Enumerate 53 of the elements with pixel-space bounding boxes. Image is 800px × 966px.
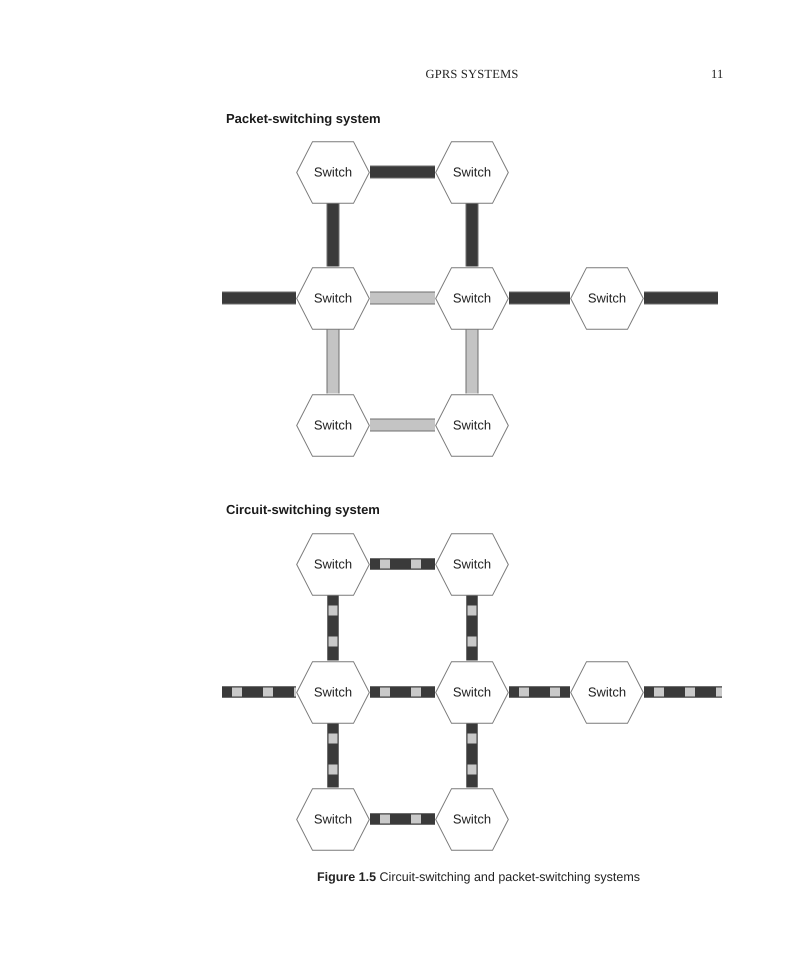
link-bar	[370, 166, 435, 178]
node-label: Switch	[314, 418, 352, 432]
hexagon-node	[435, 532, 509, 596]
page-number: 11	[711, 67, 724, 82]
node-label: Switch	[314, 164, 352, 180]
hexagon-node	[570, 660, 644, 724]
link-bar	[644, 292, 718, 304]
segmented-link-bar	[509, 686, 570, 698]
segmented-link-bar	[327, 596, 339, 660]
segmented-link-bar	[466, 724, 478, 788]
segmented-link-bar	[370, 686, 435, 698]
segmented-link-bar	[644, 686, 722, 698]
link-bar	[509, 292, 570, 304]
segmented-link-bar	[466, 596, 478, 660]
node-label: Switch	[452, 684, 492, 700]
link-bar	[326, 330, 340, 394]
hexagon-node	[570, 266, 644, 330]
link-bar	[466, 204, 478, 266]
node-label: Switch	[452, 418, 492, 432]
segmented-link-bar	[222, 686, 296, 698]
link-bar	[466, 330, 478, 394]
section-heading: Packet-switching system	[226, 111, 381, 126]
hexagon-node	[435, 788, 509, 850]
hexagon-node	[435, 140, 509, 204]
hexagon-node	[435, 660, 509, 724]
node-label: Switch	[452, 164, 492, 180]
segmented-link-bar	[370, 558, 435, 570]
segmented-link-bar	[370, 813, 435, 825]
hexagon-node	[296, 140, 370, 204]
node-label: Switch	[452, 812, 492, 826]
hexagon-node	[296, 660, 370, 724]
running-header: GPRS SYSTEMS	[425, 67, 519, 82]
node-label: Switch	[452, 290, 492, 306]
link-bar	[326, 204, 340, 266]
node-label: Switch	[452, 556, 492, 572]
hexagon-node	[296, 394, 370, 456]
segmented-link-bar	[327, 724, 339, 788]
node-label: Switch	[314, 812, 352, 826]
link-bar	[222, 292, 296, 304]
section-heading: Circuit-switching system	[226, 502, 380, 517]
hexagon-node	[435, 394, 509, 456]
link-bar	[370, 418, 435, 432]
node-label: Switch	[314, 684, 352, 700]
hexagon-node	[296, 788, 370, 850]
hexagon-node	[296, 266, 370, 330]
node-label: Switch	[588, 684, 626, 700]
hexagon-node	[435, 266, 509, 330]
link-bar	[370, 292, 435, 304]
figure-caption: Figure 1.5 Circuit-switching and packet-switching systems	[317, 870, 640, 884]
hexagon-node	[296, 532, 370, 596]
node-label: Switch	[314, 556, 352, 572]
node-label: Switch	[588, 290, 626, 306]
node-label: Switch	[314, 290, 352, 306]
